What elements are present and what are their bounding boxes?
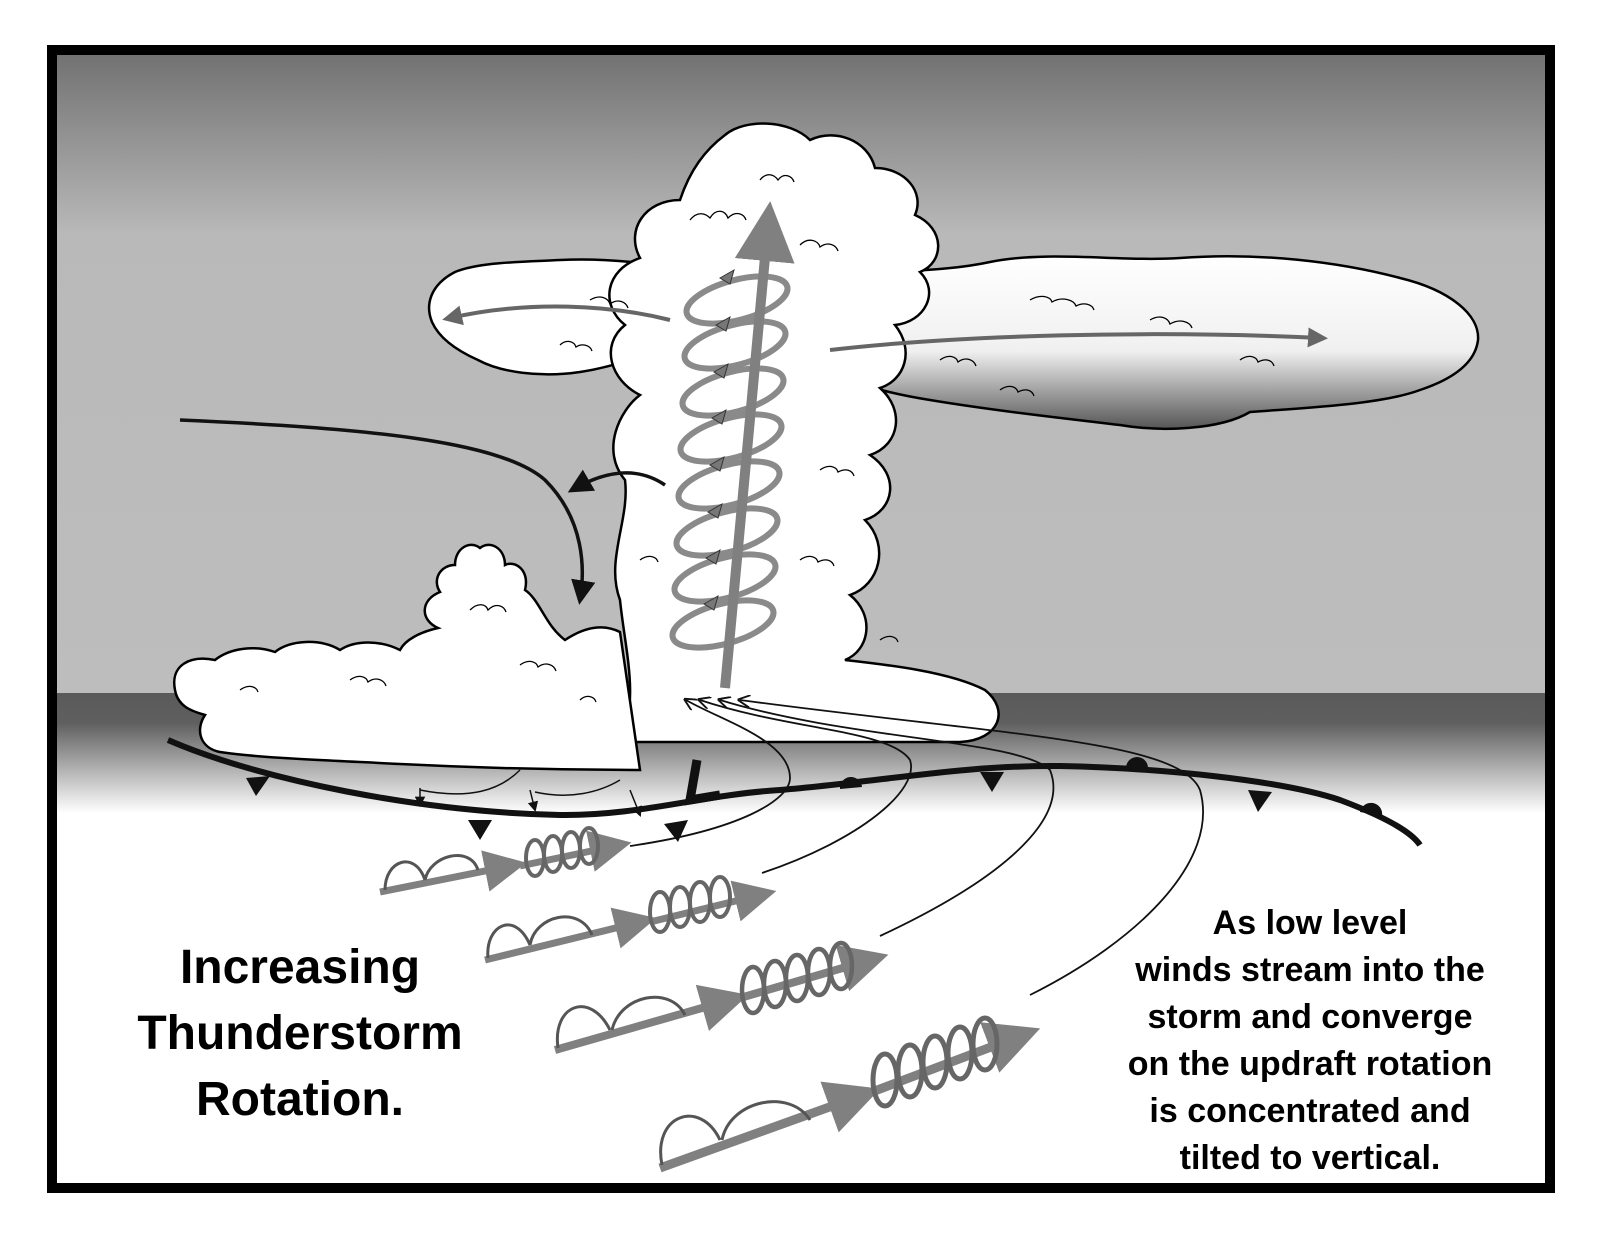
caption-line: tilted to vertical. (1179, 1139, 1441, 1177)
gust-front-arrows (414, 769, 642, 817)
rear-inflow-arrow (567, 469, 666, 493)
vorticity-tube-2 (484, 875, 777, 964)
caption-line: As low level (1212, 904, 1408, 942)
outflow-arrow-right (829, 327, 1328, 352)
flanking-cloud-line (172, 543, 642, 772)
warm-front-symbols (839, 757, 1383, 816)
outflow-arrow-left (442, 304, 671, 326)
inflow-streamlines (629, 700, 1204, 996)
anvil-cloud-right (798, 254, 1480, 430)
title-line: Increasing (179, 941, 421, 994)
downdraft-flow-arrow (179, 418, 596, 605)
explanation-caption: As low level winds stream into the storm… (1080, 900, 1540, 1182)
title-line: Thunderstorm (137, 1007, 463, 1060)
caption-line: winds stream into the (1135, 951, 1485, 989)
caption-line: on the updraft rotation (1127, 1045, 1493, 1083)
caption-line: is concentrated and (1149, 1092, 1471, 1130)
helix-arrowheads (703, 268, 735, 611)
vorticity-tube-4 (658, 1015, 1041, 1173)
main-updraft-arrow (720, 201, 795, 689)
caption-line: storm and converge (1147, 998, 1473, 1036)
cloud-texture (239, 174, 1275, 703)
title-line: Rotation. (196, 1073, 404, 1126)
occlusion-point (684, 759, 721, 806)
vorticity-tube-3 (553, 940, 889, 1054)
vorticity-tube-1 (379, 826, 632, 896)
cold-front-symbols (246, 772, 1272, 842)
rotating-updraft-helix (669, 273, 791, 651)
diagram-title: Increasing Thunderstorm Rotation. (80, 935, 520, 1133)
storm-tower (608, 122, 1000, 744)
